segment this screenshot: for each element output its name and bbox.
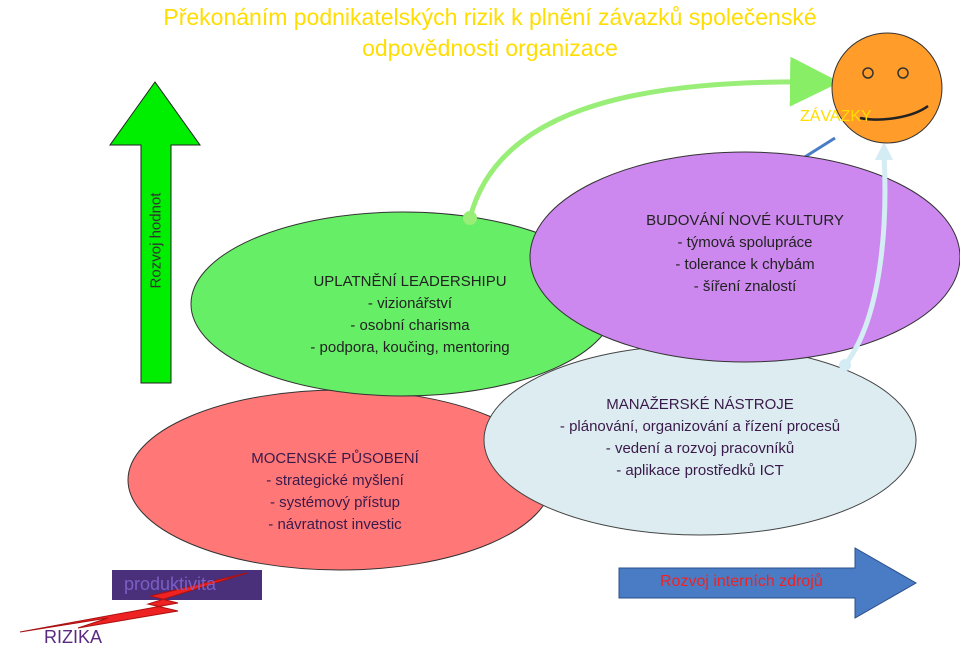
productivity-label: produktivita: [124, 574, 217, 594]
tools-arc-arrowhead: [875, 142, 893, 160]
horizontal-arrow-label: Rozvoj interních zdrojů: [660, 573, 823, 590]
leadership-item: - osobní charisma: [350, 317, 470, 334]
power-item: - návratnost investic: [268, 516, 402, 533]
smiley-icon: [831, 32, 943, 144]
tools-item: - aplikace prostředků ICT: [616, 462, 784, 479]
power-item: - strategické myšlení: [266, 472, 404, 489]
horizontal-growth-arrow: [618, 547, 918, 619]
lightning-bolt-icon: [19, 572, 248, 633]
vertical-arrow-label: Rozvoj hodnot: [147, 192, 165, 289]
diagram-title: Překonáním podnikatelských rizik k plněn…: [60, 2, 920, 64]
culture-item: - tolerance k chybám: [675, 256, 815, 273]
culture-heading: BUDOVÁNÍ NOVÉ KULTURY: [646, 212, 844, 229]
leadership-text: UPLATNĚNÍ LEADERSHIPU - vizionářství - o…: [260, 271, 560, 359]
vertical-growth-arrow: [109, 81, 201, 384]
leadership-heading: UPLATNĚNÍ LEADERSHIPU: [313, 273, 507, 290]
tools-heading: MANAŽERSKÉ NÁSTROJE: [606, 396, 794, 413]
power-text: MOCENSKÉ PŮSOBENÍ - strategické myšlení …: [200, 448, 470, 536]
tools-text: MANAŽERSKÉ NÁSTROJE - plánování, organiz…: [515, 394, 885, 482]
vertical-arrow-label-box: Rozvoj hodnot: [126, 185, 186, 305]
tools-to-commitment-arc: [843, 154, 888, 367]
culture-item: - týmová spolupráce: [677, 234, 813, 251]
power-item: - systémový přístup: [269, 494, 401, 511]
title-line-2: odpovědnosti organizace: [362, 35, 618, 61]
tools-arc-start-dot: [839, 359, 851, 371]
culture-text: BUDOVÁNÍ NOVÉ KULTURY - týmová spoluprác…: [600, 210, 890, 298]
title-line-1: Překonáním podnikatelských rizik k plněn…: [163, 4, 817, 30]
power-heading: MOCENSKÉ PŮSOBENÍ: [251, 450, 419, 467]
commitments-label: ZÁVAZKY: [800, 108, 872, 125]
oval-culture: [529, 151, 960, 363]
arc-start-dot: [463, 211, 477, 225]
leadership-item: - podpora, koučing, mentoring: [310, 339, 510, 356]
risk-label: RIZIKA: [44, 627, 103, 647]
leadership-item: - vizionářství: [367, 295, 453, 312]
leadership-to-commitment-arc: [467, 56, 840, 219]
tools-item: - vedení a rozvoj pracovníků: [605, 440, 795, 457]
culture-item: - šíření znalostí: [693, 278, 797, 295]
tools-item: - plánování, organizování a řízení proce…: [559, 418, 841, 435]
